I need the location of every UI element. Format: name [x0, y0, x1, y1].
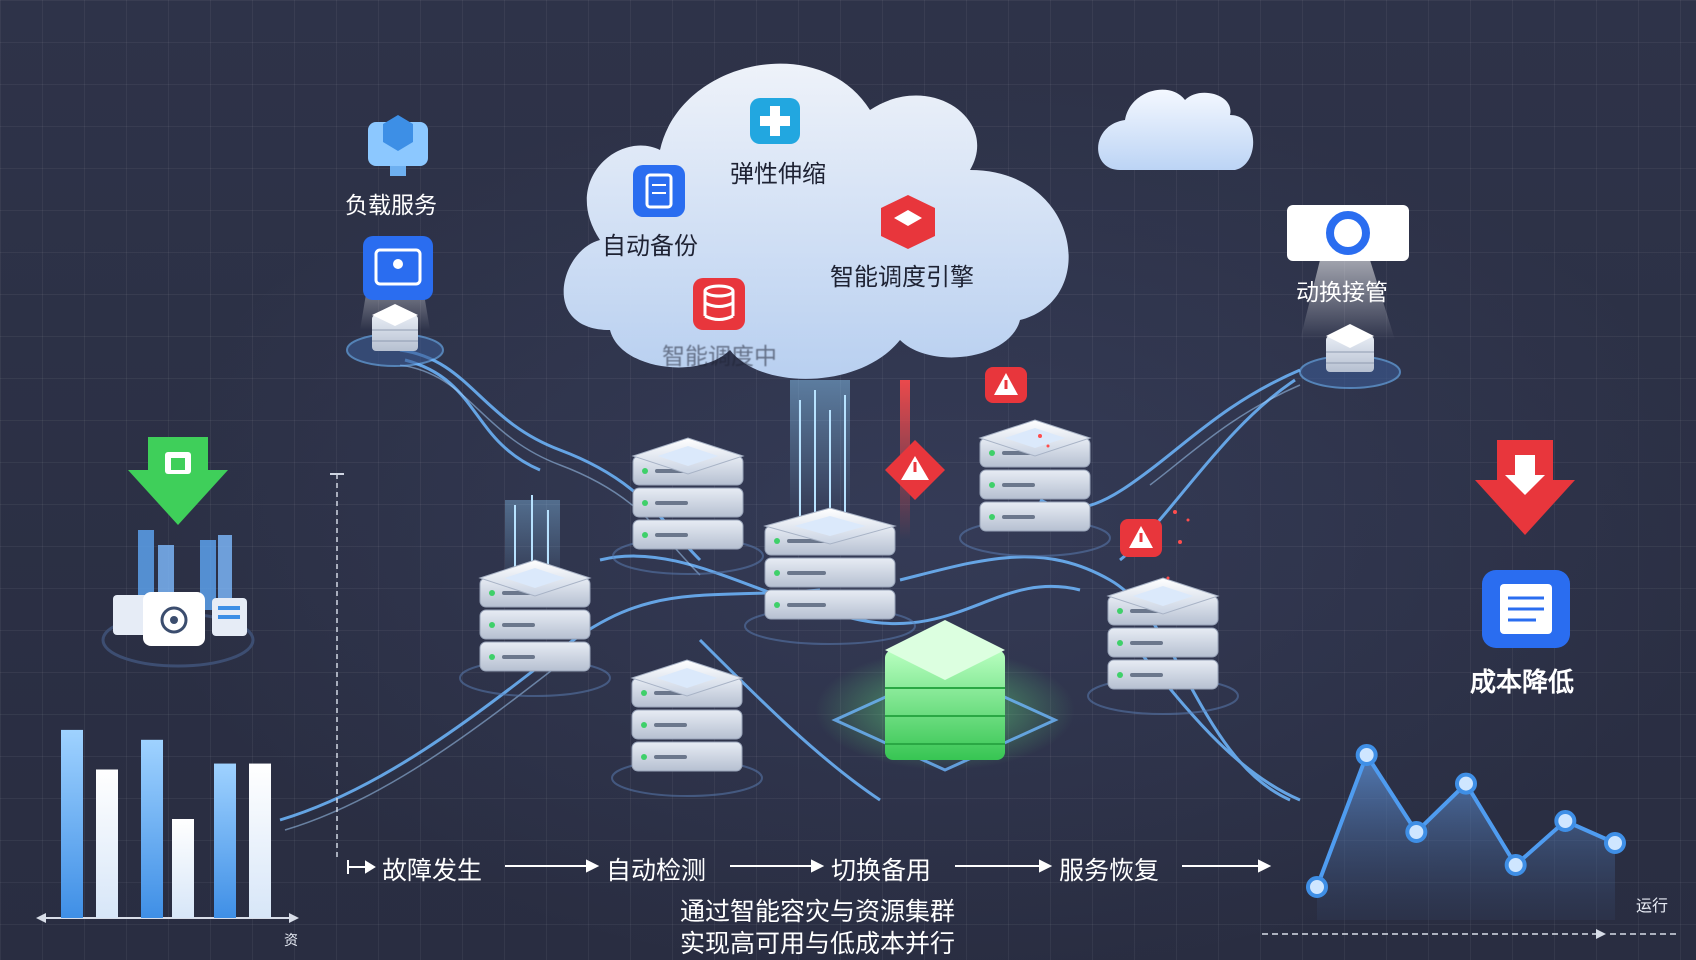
bar — [172, 819, 194, 918]
database-icon — [693, 278, 745, 330]
data-point — [1355, 744, 1378, 766]
scheduling-engine-label: 智能调度引擎 — [830, 263, 974, 291]
backup-document-icon — [633, 165, 685, 217]
right-axis — [1262, 929, 1680, 939]
server-cluster — [459, 419, 1239, 797]
failover-node — [1299, 324, 1401, 389]
flow-step-recover: 服务恢复 — [1059, 856, 1160, 885]
bar — [249, 763, 271, 918]
server-stack — [1087, 577, 1239, 715]
caption-line-2: 实现高可用与低成本并行 — [680, 929, 956, 958]
data-point — [1604, 832, 1626, 854]
load-service-label: 负载服务 — [345, 193, 437, 219]
scheduling-engine-icon — [881, 195, 935, 249]
failover-label: 动换接管 — [1296, 280, 1388, 306]
bar — [61, 729, 83, 918]
flow-step-switch: 切换备用 — [831, 856, 932, 885]
alert-icon — [1120, 519, 1162, 557]
left-chart-axis-label: 资 — [284, 933, 298, 949]
axis-arrow-right — [289, 913, 299, 923]
caption-line-1: 通过智能容灾与资源集群 — [680, 897, 956, 926]
report-icon — [1482, 570, 1570, 648]
cost-reduction-label: 成本降低 — [1470, 668, 1575, 698]
bar — [141, 739, 163, 918]
process-flow-arrows — [347, 859, 1272, 874]
data-point — [1455, 772, 1477, 795]
server-stack — [744, 507, 916, 645]
server-stack — [612, 437, 764, 575]
bar — [96, 769, 118, 918]
alert-icon — [885, 440, 945, 500]
small-cloud — [1098, 89, 1254, 170]
right-area-chart — [1306, 744, 1626, 920]
active-server — [815, 620, 1075, 772]
auto-backup-label: 自动备份 — [602, 232, 698, 260]
data-point — [1554, 810, 1577, 832]
scheduling-status-label: 智能调度中 — [662, 344, 777, 370]
right-chart-axis-label: 运行 — [1636, 896, 1669, 915]
flow-step-detect: 自动检测 — [606, 856, 707, 885]
alert-icon — [985, 367, 1027, 403]
data-point — [1405, 821, 1428, 843]
server-stack — [459, 559, 611, 697]
load-service-node — [346, 304, 444, 367]
resource-pool-node — [101, 530, 255, 668]
flow-step-fault: 故障发生 — [382, 856, 483, 885]
arrow-down-icon — [1475, 440, 1575, 535]
failover-sync-icon — [1287, 205, 1409, 261]
left-bar-chart — [36, 729, 299, 923]
data-point — [1504, 854, 1527, 876]
bar — [214, 763, 236, 918]
server-stack — [611, 659, 763, 797]
load-service-icon — [363, 236, 433, 300]
elastic-scaling-icon — [750, 98, 800, 144]
elastic-scaling-label: 弹性伸缩 — [730, 160, 826, 188]
server-stack — [959, 419, 1111, 557]
fault-sparks — [1038, 434, 1190, 580]
download-arrow-icon — [128, 437, 228, 525]
cloud-platform — [563, 63, 1069, 379]
timeline-guide — [330, 473, 344, 860]
monitor-icon — [368, 115, 428, 176]
data-point — [1306, 876, 1328, 898]
axis-arrow-left — [36, 913, 46, 923]
